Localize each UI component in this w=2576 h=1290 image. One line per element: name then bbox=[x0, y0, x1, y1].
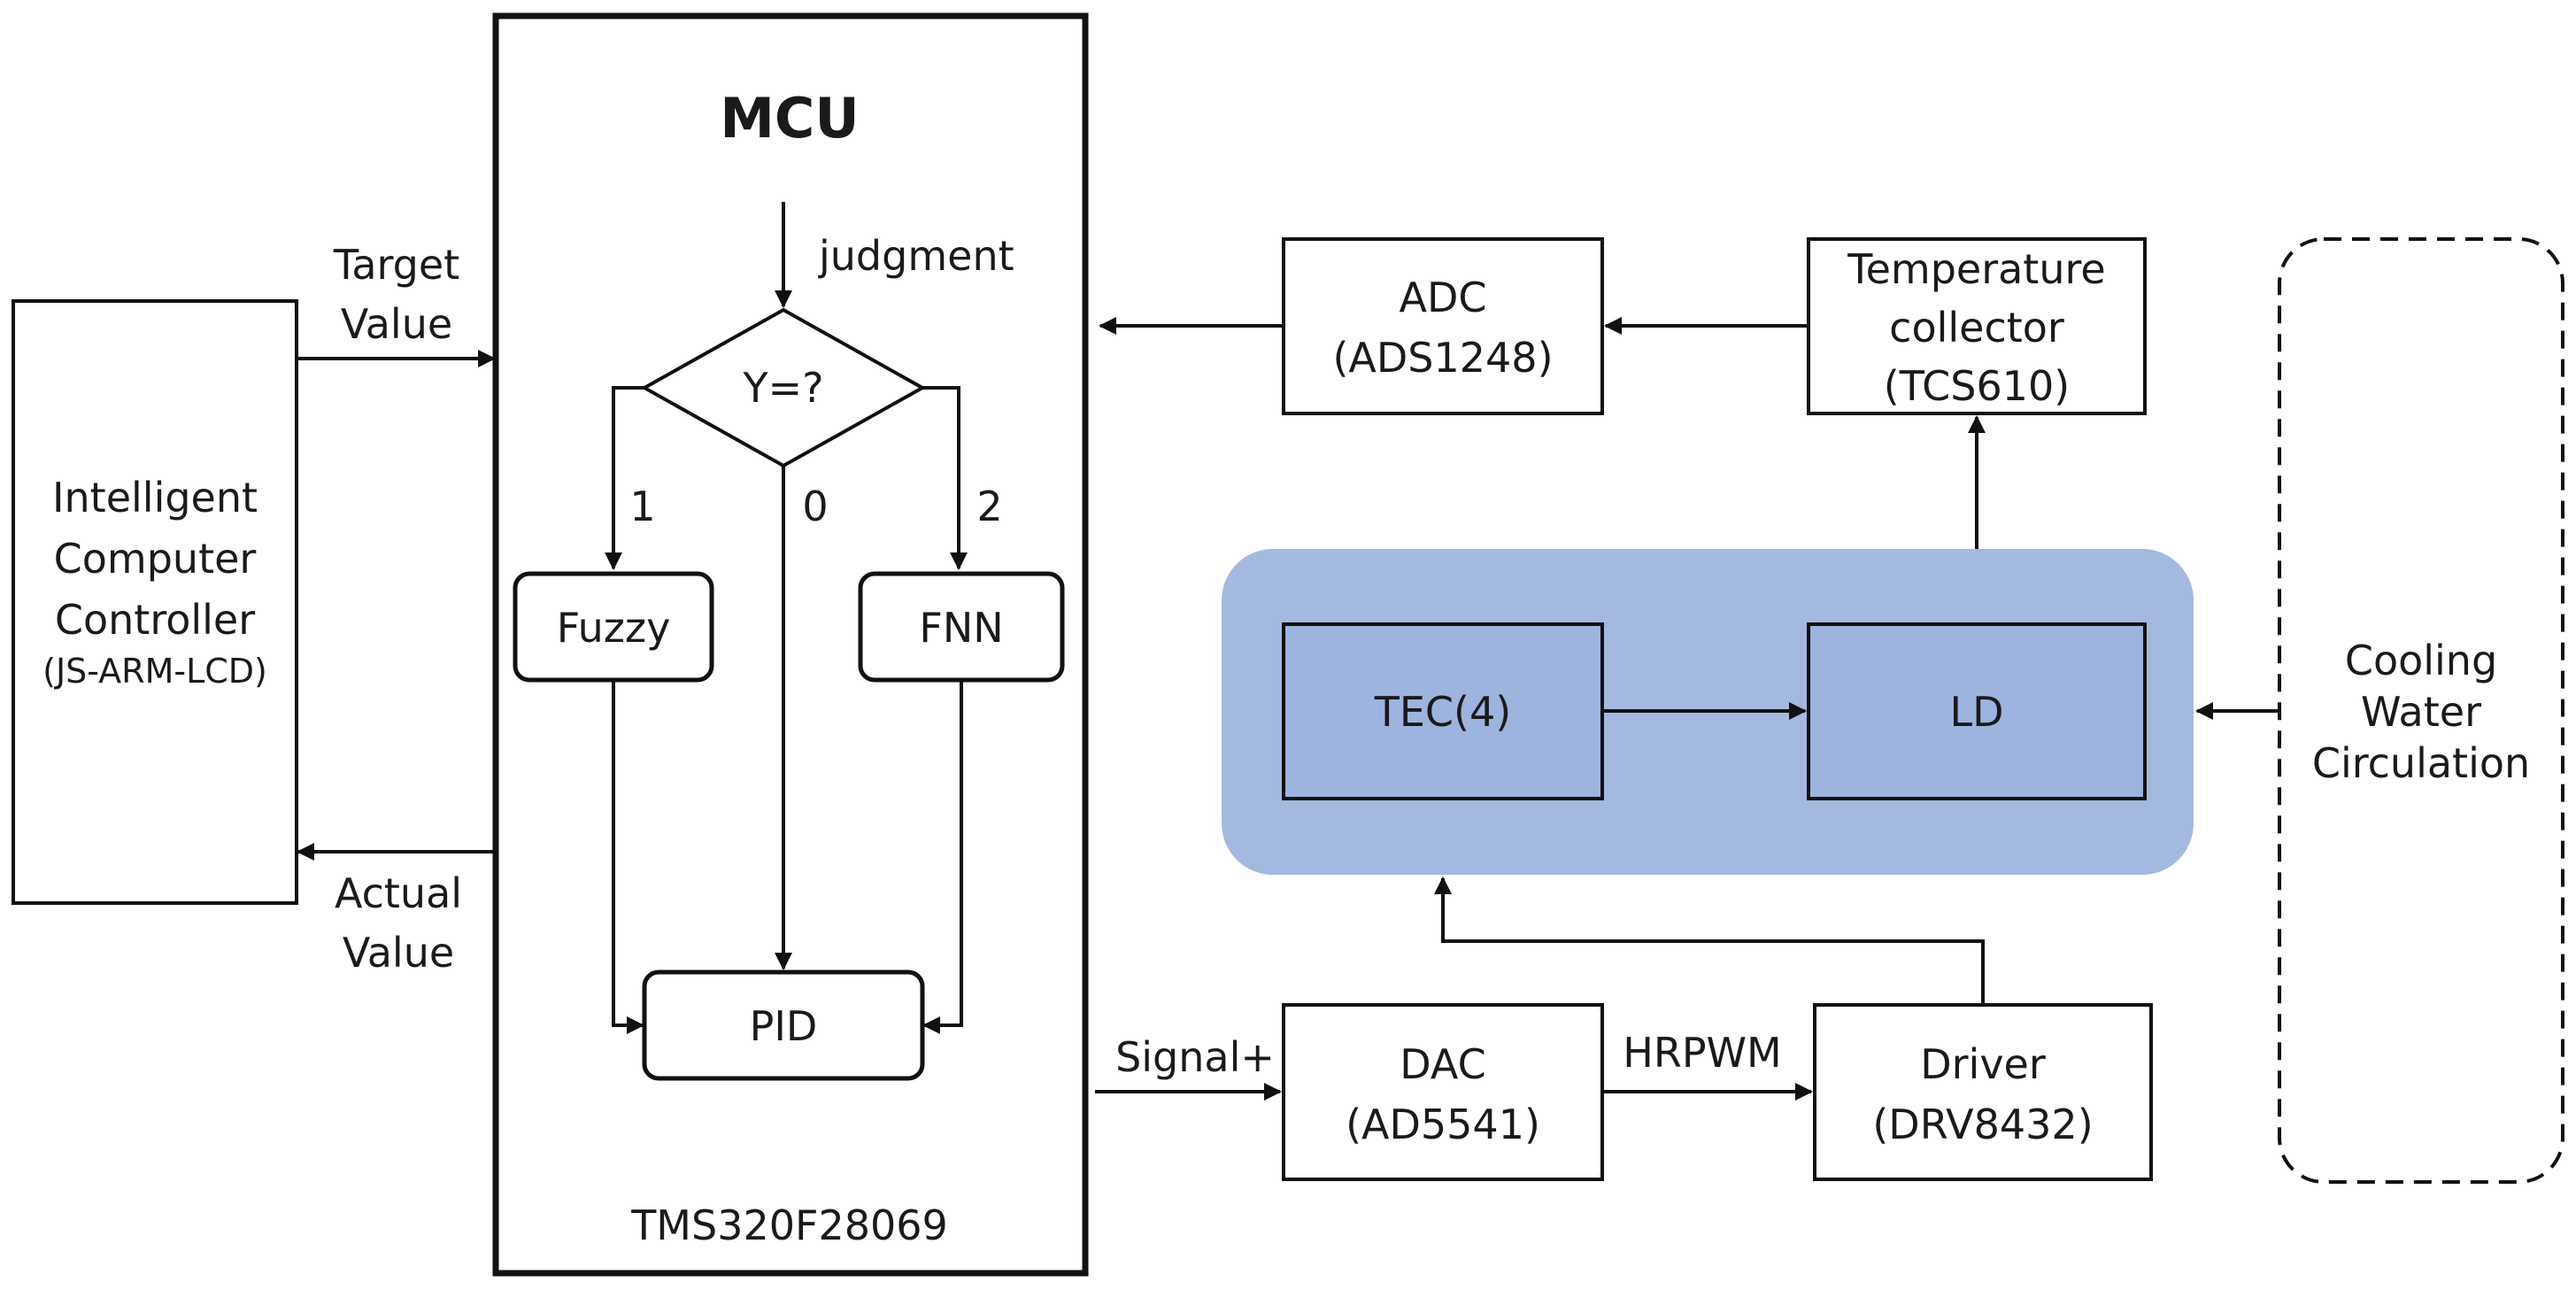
controller-label-4: (JS-ARM-LCD) bbox=[42, 652, 267, 691]
target-value-label-2: Value bbox=[341, 300, 452, 348]
decision-label: Y=? bbox=[742, 364, 823, 412]
cooling-water-block: Cooling Water Circulation bbox=[2278, 237, 2564, 1184]
controller-label-1: Intelligent bbox=[52, 474, 258, 521]
temp-label-1: Temperature bbox=[1847, 245, 2105, 293]
fnn-label: FNN bbox=[919, 604, 1003, 652]
hrpwm-label: HRPWM bbox=[1623, 1029, 1781, 1077]
adc-label-1: ADC bbox=[1399, 274, 1486, 321]
branch-2-arrow bbox=[922, 386, 968, 570]
dac-label-2: (AD5541) bbox=[1346, 1101, 1540, 1148]
driver-label-2: (DRV8432) bbox=[1872, 1101, 2093, 1148]
branch-2-label: 2 bbox=[976, 483, 1002, 530]
cooling-label-2: Water bbox=[2361, 688, 2481, 736]
branch-1-arrow bbox=[605, 386, 644, 570]
ld-block: LD bbox=[1807, 622, 2147, 800]
pid-label: PID bbox=[750, 1002, 818, 1050]
ld-label: LD bbox=[1949, 688, 2003, 736]
signal-plus-label: Signal+ bbox=[1115, 1033, 1275, 1081]
controller-label-3: Controller bbox=[55, 596, 255, 644]
mcu-chip-label: TMS320F28069 bbox=[630, 1201, 948, 1249]
temp-label-3: (TCS610) bbox=[1884, 362, 2070, 410]
driver-label-1: Driver bbox=[1920, 1040, 2046, 1088]
pid-block: PID bbox=[642, 969, 925, 1081]
decision-diamond: Y=? bbox=[640, 307, 927, 468]
temperature-collector-block: Temperature collector (TCS610) bbox=[1807, 237, 2147, 415]
mcu-title: MCU bbox=[720, 86, 860, 151]
fuzzy-block: Fuzzy bbox=[513, 571, 714, 683]
fnn-to-pid-arrow bbox=[922, 680, 963, 1034]
actual-value-label-1: Actual bbox=[335, 869, 462, 917]
fuzzy-to-pid-arrow bbox=[612, 680, 644, 1034]
controller-label-2: Computer bbox=[54, 535, 257, 583]
judgment-label: judgment bbox=[818, 232, 1014, 280]
branch-0-label: 0 bbox=[802, 483, 828, 530]
target-value-label-1: Target bbox=[333, 241, 459, 289]
fnn-block: FNN bbox=[858, 571, 1065, 683]
cooling-label-1: Cooling bbox=[2345, 637, 2497, 684]
adc-label-2: (ADS1248) bbox=[1332, 334, 1553, 382]
cooling-label-3: Circulation bbox=[2312, 739, 2530, 787]
temp-label-2: collector bbox=[1889, 304, 2064, 351]
dac-label-1: DAC bbox=[1400, 1040, 1485, 1088]
tec-label: TEC(4) bbox=[1374, 688, 1511, 736]
branch-1-label: 1 bbox=[629, 483, 655, 530]
dac-block: DAC (AD5541) bbox=[1282, 1003, 1604, 1181]
driver-block: Driver (DRV8432) bbox=[1813, 1003, 2153, 1181]
adc-block: ADC (ADS1248) bbox=[1282, 237, 1604, 415]
actual-value-label-2: Value bbox=[343, 929, 454, 977]
fuzzy-label: Fuzzy bbox=[557, 604, 671, 652]
controller-block: Intelligent Computer Controller (JS-ARM-… bbox=[12, 299, 298, 905]
driver-to-module-arrow bbox=[1434, 877, 1985, 1005]
tec-block: TEC(4) bbox=[1282, 622, 1604, 800]
